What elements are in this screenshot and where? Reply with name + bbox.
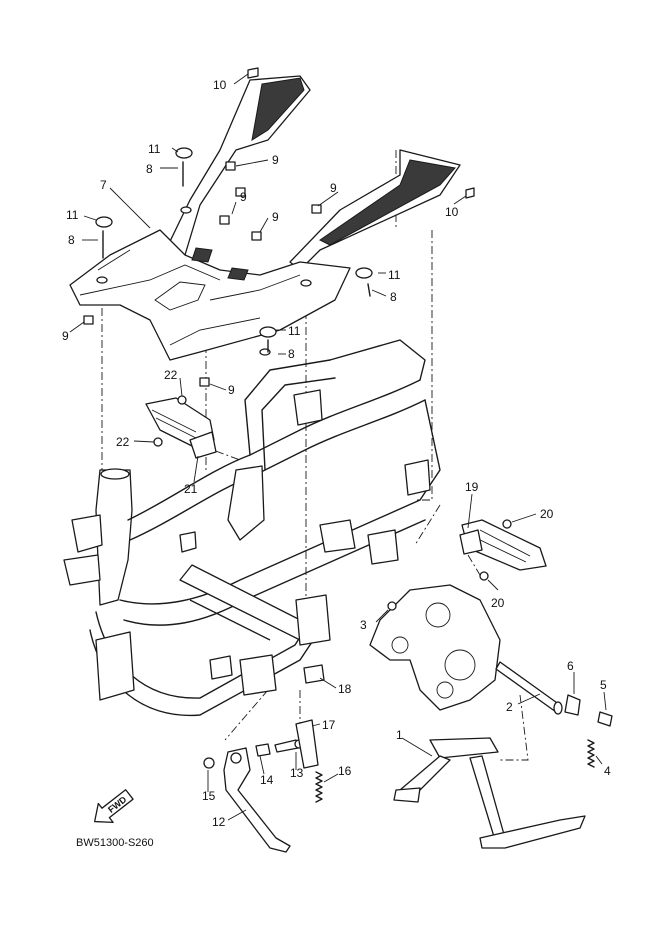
- callout-13: 13: [290, 766, 304, 780]
- callout-1: 1: [396, 728, 403, 742]
- callout-9: 9: [272, 210, 279, 224]
- callout-22: 22: [164, 368, 178, 382]
- stand-assembly: [393, 661, 613, 849]
- callout-22: 22: [116, 435, 130, 449]
- callout-8: 8: [288, 347, 295, 361]
- callout-4: 4: [604, 764, 611, 778]
- diagram-code: BW51300-S260: [76, 837, 154, 849]
- side-stand: [203, 719, 323, 853]
- callout-6: 6: [567, 659, 574, 673]
- callout-11: 11: [388, 268, 401, 282]
- callout-20: 20: [491, 596, 505, 610]
- callout-8: 8: [146, 162, 153, 176]
- footrest-left: [145, 397, 217, 459]
- footrest-right: [459, 519, 547, 571]
- callout-8: 8: [390, 290, 397, 304]
- callout-9: 9: [240, 190, 247, 204]
- fwd-arrow-icon: FWD: [94, 789, 134, 824]
- callout-21: 21: [184, 482, 198, 496]
- callout-7: 7: [100, 178, 107, 192]
- callout-9: 9: [272, 153, 279, 167]
- body-cover: [69, 75, 461, 361]
- callout-10: 10: [213, 78, 227, 92]
- callout-11: 11: [66, 208, 79, 222]
- vehicle-frame: [63, 339, 441, 717]
- callout-12: 12: [212, 815, 226, 829]
- callout-5: 5: [600, 678, 607, 692]
- leader-lines: [69, 73, 607, 821]
- callout-9: 9: [228, 383, 235, 397]
- callout-15: 15: [202, 789, 216, 803]
- callout-11: 11: [288, 324, 301, 338]
- engine-case: [369, 584, 501, 711]
- callout-18: 18: [338, 682, 352, 696]
- callout-19: 19: [465, 480, 479, 494]
- callout-10: 10: [445, 205, 459, 219]
- callout-3: 3: [360, 618, 367, 632]
- fasteners: [83, 67, 512, 611]
- callout-14: 14: [260, 773, 274, 787]
- callout-9: 9: [330, 181, 337, 195]
- callout-8: 8: [68, 233, 75, 247]
- callout-20: 20: [540, 507, 554, 521]
- callout-9: 9: [62, 329, 69, 343]
- callout-labels: 10 11 8 9 7 9 10 11 8 9 9 11 8 9 11 8 22…: [62, 78, 611, 829]
- callout-17: 17: [322, 718, 336, 732]
- callout-2: 2: [506, 700, 513, 714]
- callout-11: 11: [148, 142, 161, 156]
- callout-16: 16: [338, 764, 352, 778]
